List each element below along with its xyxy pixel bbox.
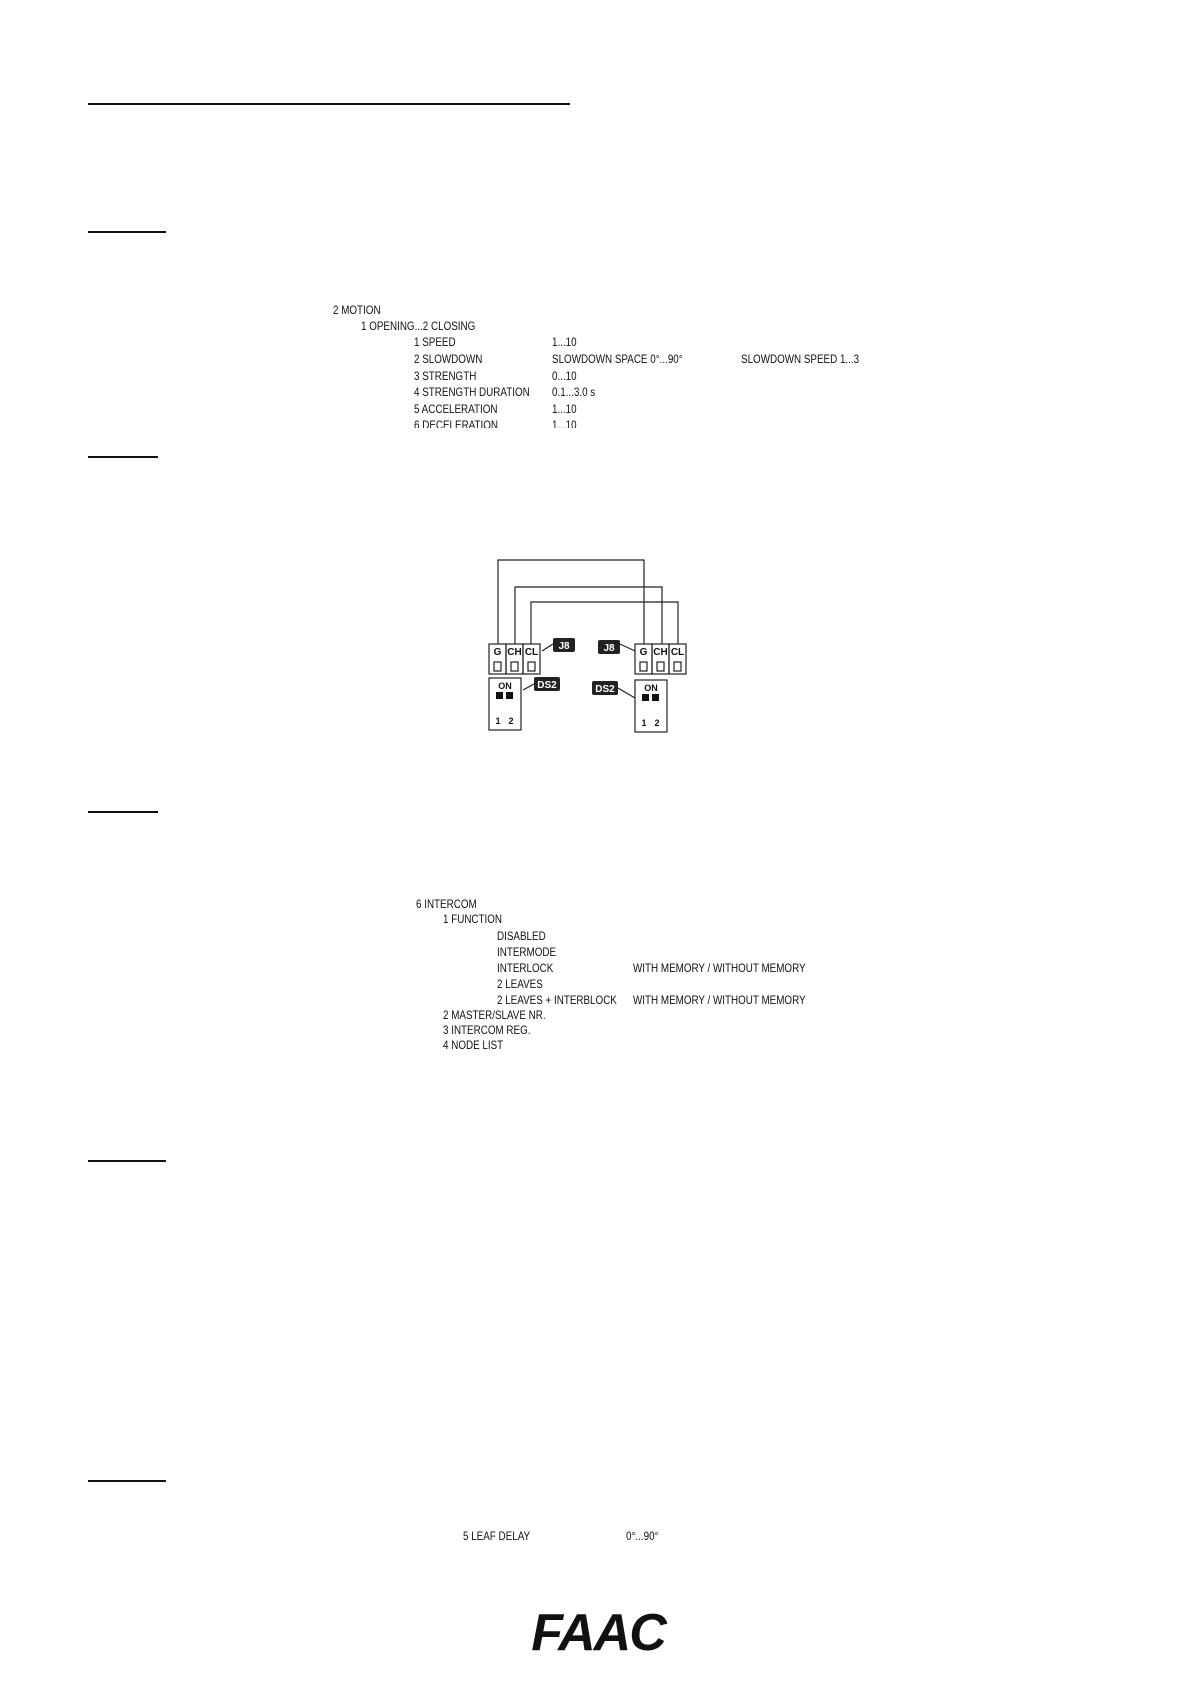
motion-row-extra: SLOWDOWN SPEED 1...3 (741, 352, 860, 366)
right-connector-tag: J8 (603, 643, 615, 654)
motion-row-value: 1...10 (552, 335, 577, 349)
section-underline-1 (88, 231, 166, 233)
intercom-item: 2 MASTER/SLAVE NR. (443, 1008, 546, 1022)
right-dip-num: 1 (641, 718, 646, 728)
motion-row-value: 1...10 (552, 402, 577, 416)
section-underline-3 (88, 811, 158, 813)
intercom-option-note: WITH MEMORY / WITHOUT MEMORY (633, 961, 806, 975)
leaf-delay-value: 0°...90° (626, 1529, 659, 1543)
motion-row-label: 4 STRENGTH DURATION (414, 385, 530, 399)
intercom-option: 2 LEAVES (497, 977, 543, 991)
left-dip-num: 1 (495, 716, 500, 726)
right-dip-switch (634, 679, 668, 733)
motion-row-label: 1 SPEED (414, 335, 456, 349)
intercom-option: DISABLED (497, 929, 546, 943)
intercom-menu-root: 6 INTERCOM (416, 897, 477, 911)
left-dip-num: 2 (508, 716, 513, 726)
intercom-item: 4 NODE LIST (443, 1038, 504, 1052)
intercom-option: INTERLOCK (497, 961, 554, 975)
left-terminal-label: CL (525, 647, 538, 658)
right-terminal-cl (668, 643, 687, 675)
left-terminal-label: G (494, 647, 502, 658)
section-underline-5 (88, 1480, 166, 1482)
left-dip-on: ON (498, 681, 512, 691)
intercom-option: INTERMODE (497, 945, 557, 959)
svg-text:FAAC: FAAC (531, 1606, 668, 1656)
intercom-menu-function: 1 FUNCTION (443, 912, 503, 926)
left-terminal-cl (522, 643, 541, 675)
leaf-delay-label: 5 LEAF DELAY (463, 1529, 531, 1543)
intercom-menu: 6 INTERCOM 1 FUNCTION DISABLED INTERMODE… (416, 896, 936, 1056)
motion-row-label: 5 ACCELERATION (414, 402, 498, 416)
right-dip-tag: DS2 (595, 684, 615, 695)
motion-row-value: 0.1...3.0 s (552, 385, 596, 399)
motion-row-value: SLOWDOWN SPACE 0°...90° (552, 352, 683, 366)
title-underline (88, 103, 570, 105)
faac-logo: FAAC (531, 1606, 670, 1656)
intercom-option: 2 LEAVES + INTERBLOCK (497, 993, 617, 1007)
wiring-diagram: G CH CL G CH CL J8 J8 DS2 DS2 ON ON 1 2 … (488, 559, 687, 733)
right-terminal-label: G (640, 647, 648, 658)
intercom-option-note: WITH MEMORY / WITHOUT MEMORY (633, 993, 806, 1007)
right-dip-on: ON (644, 683, 658, 693)
section-underline-2 (88, 456, 158, 458)
left-dip-tag: DS2 (537, 680, 557, 691)
wire-ch (514, 586, 663, 644)
left-connector-tag: J8 (558, 641, 570, 652)
wire-cl (530, 601, 679, 644)
motion-row-label: 6 DECELERATION (414, 418, 499, 428)
right-terminal-label: CH (653, 647, 667, 658)
section-underline-4 (88, 1160, 166, 1162)
right-terminal-label: CL (671, 647, 684, 658)
motion-menu-sub: 1 OPENING...2 CLOSING (361, 319, 476, 333)
left-terminal-label: CH (507, 647, 521, 658)
intercom-item: 3 INTERCOM REG. (443, 1023, 531, 1037)
motion-row-value: 0...10 (552, 369, 577, 383)
left-dip-switch (488, 677, 522, 731)
right-dip-num: 2 (654, 718, 659, 728)
motion-row-value: 1...10 (552, 418, 577, 428)
motion-menu-root: 2 MOTION (333, 303, 381, 317)
motion-row-label: 3 STRENGTH (414, 369, 477, 383)
motion-row-label: 2 SLOWDOWN (414, 352, 483, 366)
motion-menu: 2 MOTION 1 OPENING...2 CLOSING 1 SPEED 1… (333, 302, 933, 428)
